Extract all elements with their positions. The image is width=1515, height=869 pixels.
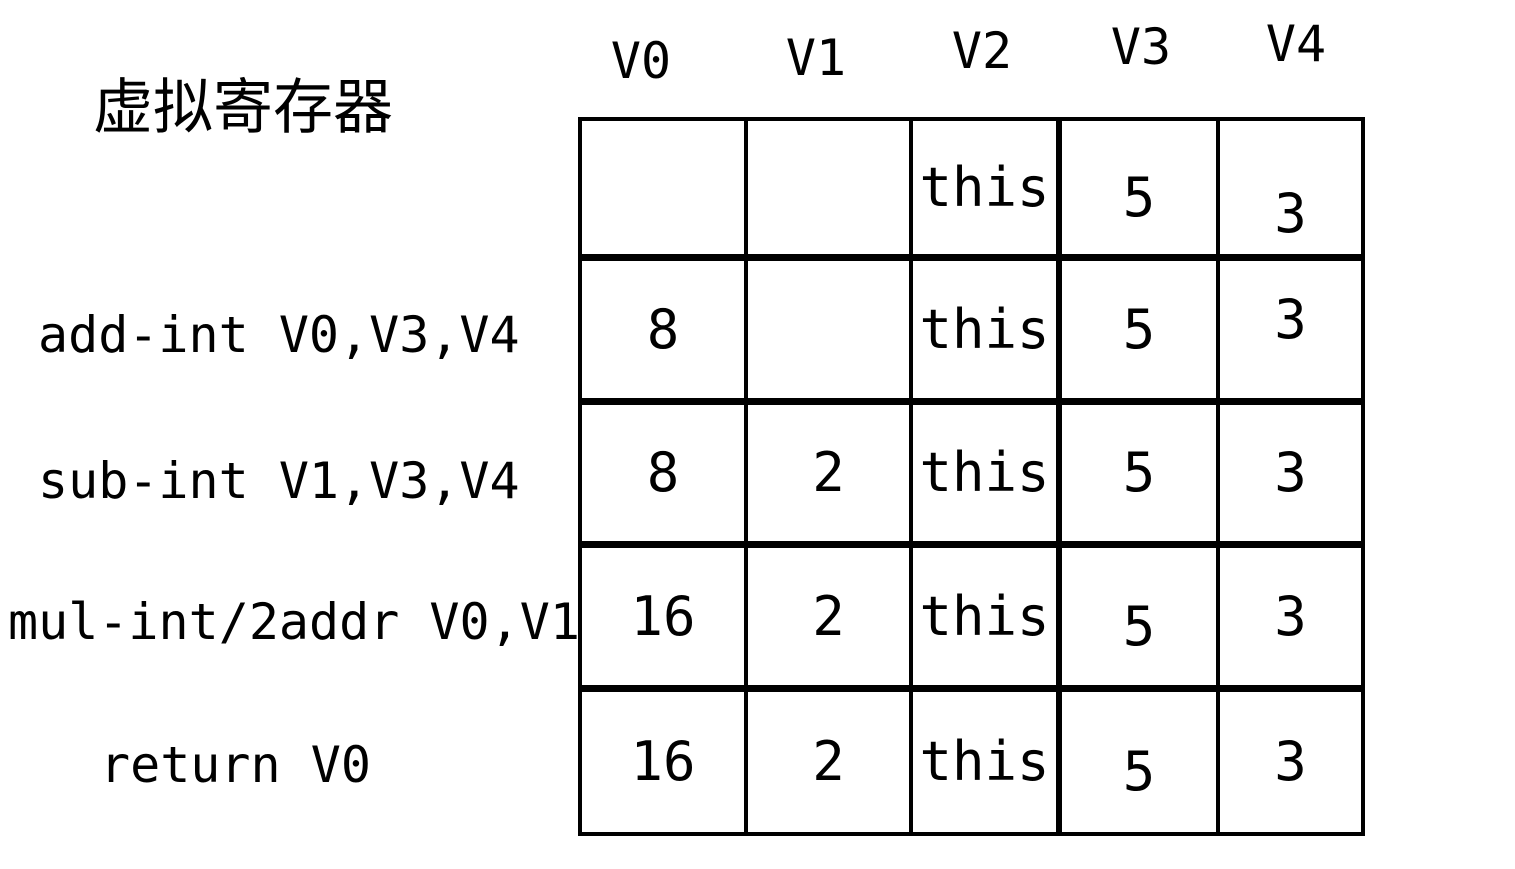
cell-r0-v2: this [913,121,1062,261]
cell-r1-v3: 5 [1062,261,1220,405]
cell-r4-v0: 16 [582,692,748,832]
cell-r2-v2: this [913,405,1062,548]
cell-r2-v1: 2 [748,405,913,548]
cell-r4-v2: this [913,692,1062,832]
instruction-return: return V0 [100,736,371,794]
cell-r1-v0: 8 [582,261,748,405]
instruction-sub-int: sub-int V1,V3,V4 [38,452,520,510]
cell-r4-v3: 5 [1062,692,1220,832]
cell-r3-v3: 5 [1062,548,1220,692]
cell-r1-v2: this [913,261,1062,405]
cell-r3-v4: 3 [1220,548,1361,692]
register-table: this 5 3 8 this 5 3 8 2 this 5 3 16 2 th… [578,117,1365,836]
cell-r2-v3: 5 [1062,405,1220,548]
cell-r4-v4: 3 [1274,730,1307,793]
cell-r3-v2: this [913,548,1062,692]
cell-r2-v0: 8 [582,405,748,548]
column-header-v0: V0 [610,32,672,90]
cell-r0-v1 [748,121,913,261]
cell-r0-v4: 3 [1220,121,1361,261]
cell-r0-v0 [582,121,748,261]
instruction-mul-int: mul-int/2addr V0,V1 [8,593,580,651]
instruction-add-int: add-int V0,V3,V4 [38,306,520,364]
cell-r4-v1: 2 [748,692,913,832]
cell-r2-v4: 3 [1220,405,1361,548]
cell-r1-v1 [748,261,913,405]
diagram-title: 虚拟寄存器 [93,73,393,143]
cell-r3-v1: 2 [748,548,913,692]
column-header-v2: V2 [951,22,1013,80]
cell-r0-v3: 5 [1062,121,1220,261]
column-header-v1: V1 [785,29,847,87]
cell-r3-v0: 16 [582,548,748,692]
column-header-v3: V3 [1110,18,1172,76]
cell-r1-v4: 3 [1220,261,1361,405]
column-header-v4: V4 [1265,15,1327,73]
